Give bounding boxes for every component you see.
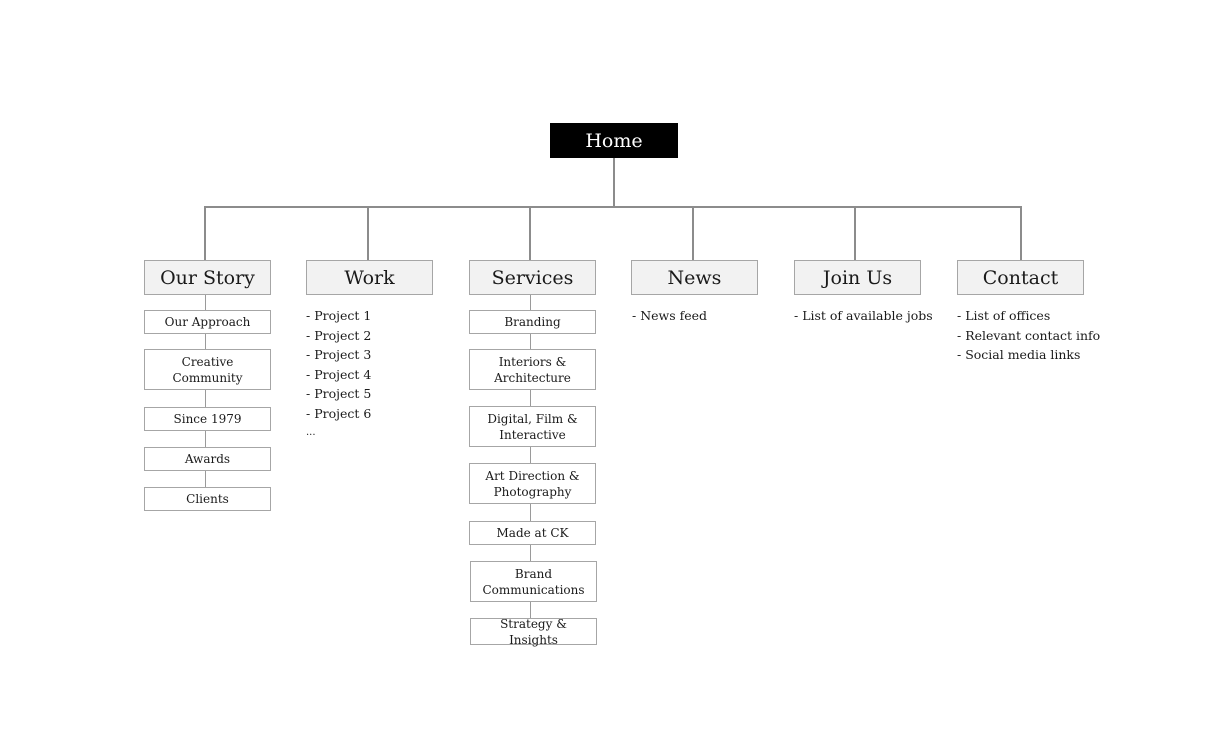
join-us-list: - List of available jobs <box>794 306 933 326</box>
subpage-label: Strategy & Insights <box>500 616 567 647</box>
connector-news <box>692 206 694 260</box>
list-item: - List of available jobs <box>794 308 933 323</box>
list-item: - News feed <box>632 308 708 323</box>
list-item: - List of offices <box>957 308 1051 323</box>
section-work: Work <box>306 260 433 295</box>
subpage-art-direction-photography: Art Direction & Photography <box>469 463 596 504</box>
subpage-label: Our Approach <box>164 315 251 329</box>
list-item: - Social media links <box>957 347 1081 362</box>
list-item: - Project 3 <box>306 347 372 362</box>
subpage-interiors-architecture: Interiors & Architecture <box>469 349 596 390</box>
subpage-digital-film-interactive: Digital, Film & Interactive <box>469 406 596 447</box>
subpage-label: Branding <box>504 315 561 329</box>
connector-work <box>367 206 369 260</box>
list-item: ... <box>306 427 316 438</box>
list-item: - Project 2 <box>306 327 372 343</box>
connector-our-story-children <box>205 295 206 487</box>
subpage-label: Clients <box>186 492 229 506</box>
list-item: - Project 6 <box>306 405 372 421</box>
subpage-label: Awards <box>184 452 231 466</box>
subpage-label: Interiors & Architecture <box>494 354 571 385</box>
section-news: News <box>631 260 758 295</box>
connector-join-us <box>854 206 856 260</box>
connector-our-story <box>204 206 206 260</box>
subpage-label: Made at CK <box>496 526 569 540</box>
subpage-our-approach: Our Approach <box>144 310 271 334</box>
connector-services <box>529 206 531 260</box>
subpage-label: Since 1979 <box>173 412 242 426</box>
contact-list: - List of offices - Relevant contact inf… <box>957 306 1100 365</box>
subpage-awards: Awards <box>144 447 271 471</box>
section-our-story: Our Story <box>144 260 271 295</box>
section-contact: Contact <box>957 260 1084 295</box>
subpage-creative-community: Creative Community <box>144 349 271 390</box>
subpage-label: Art Direction & Photography <box>485 468 580 499</box>
list-item: - Relevant contact info <box>957 327 1101 343</box>
list-item: - Project 5 <box>306 386 372 401</box>
connector-services-children <box>530 295 531 618</box>
subpage-brand-communications: Brand Communications <box>470 561 597 602</box>
subpage-made-at-ck: Made at CK <box>469 521 596 545</box>
work-project-list: - Project 1 - Project 2 - Project 3 - Pr… <box>306 306 371 443</box>
section-services: Services <box>469 260 596 295</box>
subpage-clients: Clients <box>144 487 271 511</box>
subpage-branding: Branding <box>469 310 596 334</box>
list-item: - Project 1 <box>306 308 372 323</box>
news-list: - News feed <box>632 306 707 326</box>
home-node: Home <box>550 123 678 158</box>
subpage-label: Brand Communications <box>482 566 585 597</box>
subpage-since-1979: Since 1979 <box>144 407 271 431</box>
connector-root <box>613 158 615 208</box>
list-item: - Project 4 <box>306 366 372 382</box>
section-join-us: Join Us <box>794 260 921 295</box>
subpage-strategy-insights: Strategy & Insights <box>470 616 597 647</box>
subpage-label: Digital, Film & Interactive <box>487 411 578 442</box>
connector-contact <box>1020 206 1022 260</box>
connector-bus <box>204 206 1022 208</box>
subpage-label: Creative Community <box>172 354 243 385</box>
